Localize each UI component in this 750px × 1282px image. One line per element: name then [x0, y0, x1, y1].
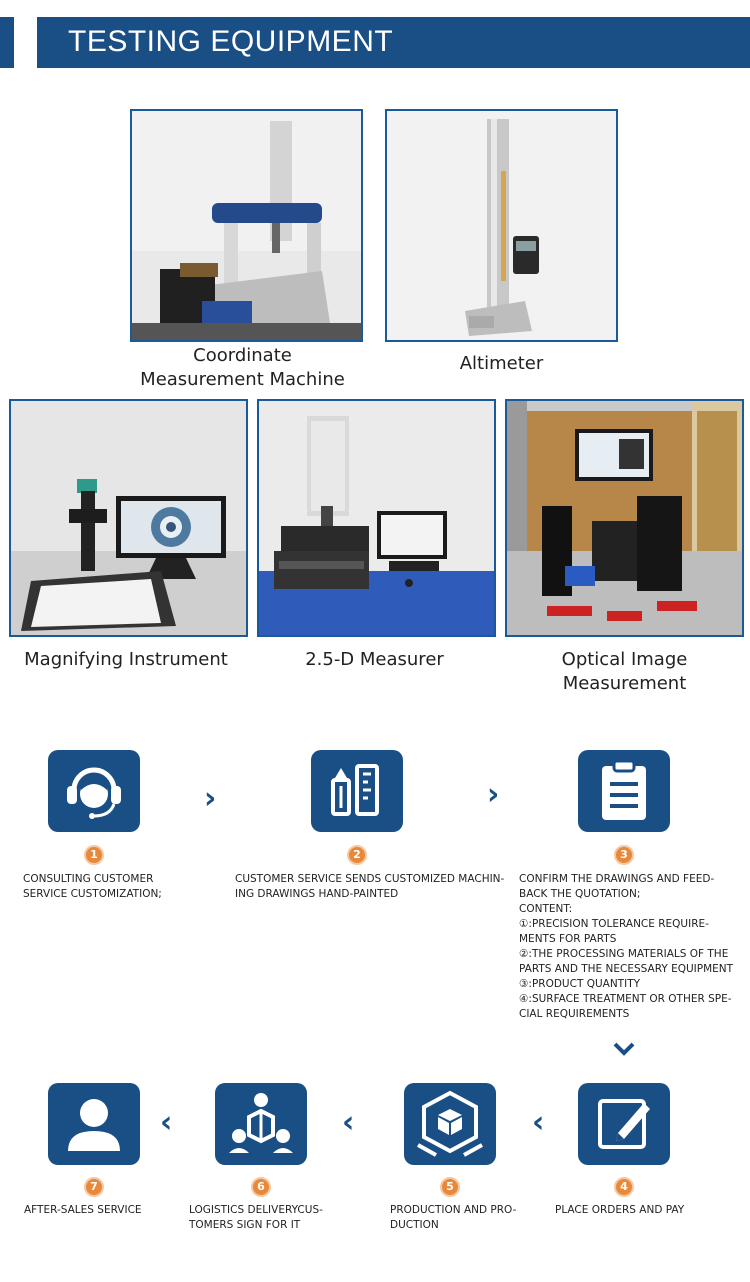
- arrow-left-2: ‹: [342, 1105, 355, 1140]
- production-box-icon: [417, 1090, 483, 1157]
- photo-optical-image-measurement: [505, 399, 744, 637]
- step-7-badge: 7: [84, 1177, 104, 1197]
- drawing-tools-icon: [331, 764, 379, 816]
- user-icon: [68, 1099, 120, 1151]
- arrow-left-3: ‹: [160, 1105, 173, 1140]
- caption-optical-image-measurement: Optical Image Measurement: [561, 649, 688, 694]
- arrow-left-1: ‹: [532, 1105, 545, 1140]
- caption-altimeter: Altimeter: [459, 353, 544, 374]
- step-2-badge: 2: [347, 845, 367, 865]
- step-1-icon-box: [48, 750, 140, 832]
- step-2-text: CUSTOMER SERVICE SENDS CUSTOMIZED MACHIN…: [235, 873, 505, 900]
- header-banner: [37, 17, 750, 68]
- step-4-badge: 4: [614, 1177, 634, 1197]
- step-4-icon-box: [578, 1083, 670, 1165]
- photo-magnifying-instrument: [9, 399, 248, 637]
- step-7-icon-box: [48, 1083, 140, 1165]
- caption-coordinate-measurement-machine: Coordinate Measurement Machine: [140, 345, 345, 390]
- page-title: TESTING EQUIPMENT: [68, 25, 394, 58]
- step-5-icon-box: [404, 1083, 496, 1165]
- header-accent-bar: [0, 17, 14, 68]
- step-3-badge: 3: [614, 845, 634, 865]
- clipboard-icon: [602, 759, 646, 820]
- step-2-icon-box: [311, 750, 403, 832]
- step-5-text: PRODUCTION AND PRO- DUCTION: [390, 1204, 517, 1231]
- step-6-text: LOGISTICS DELIVERYCUS- TOMERS SIGN FOR I…: [189, 1204, 323, 1231]
- step-3-text: CONFIRM THE DRAWINGS AND FEED- BACK THE …: [519, 873, 734, 1020]
- photo-coordinate-measurement-machine: [130, 109, 363, 342]
- step-6-badge: 6: [251, 1177, 271, 1197]
- caption-magnifying-instrument: Magnifying Instrument: [24, 649, 228, 670]
- step-7-text: AFTER-SALES SERVICE: [24, 1204, 142, 1216]
- arrow-right-2: ›: [487, 777, 500, 812]
- photo-2-5d-measurer: [257, 399, 496, 637]
- step-3-icon-box: [578, 750, 670, 832]
- headset-icon: [67, 767, 121, 819]
- edit-order-icon: [598, 1099, 650, 1149]
- photo-altimeter: [385, 109, 618, 342]
- logistics-people-icon: [229, 1093, 293, 1153]
- step-6-icon-box: [215, 1083, 307, 1165]
- arrow-down-chevron: [613, 1042, 635, 1056]
- arrow-right-1: ›: [204, 781, 217, 816]
- step-5-badge: 5: [440, 1177, 460, 1197]
- caption-2-5d-measurer: 2.5-D Measurer: [305, 649, 444, 670]
- step-1-badge: 1: [84, 845, 104, 865]
- step-4-text: PLACE ORDERS AND PAY: [555, 1204, 685, 1216]
- step-1-text: CONSULTING CUSTOMER SERVICE CUSTOMIZATIO…: [23, 873, 162, 900]
